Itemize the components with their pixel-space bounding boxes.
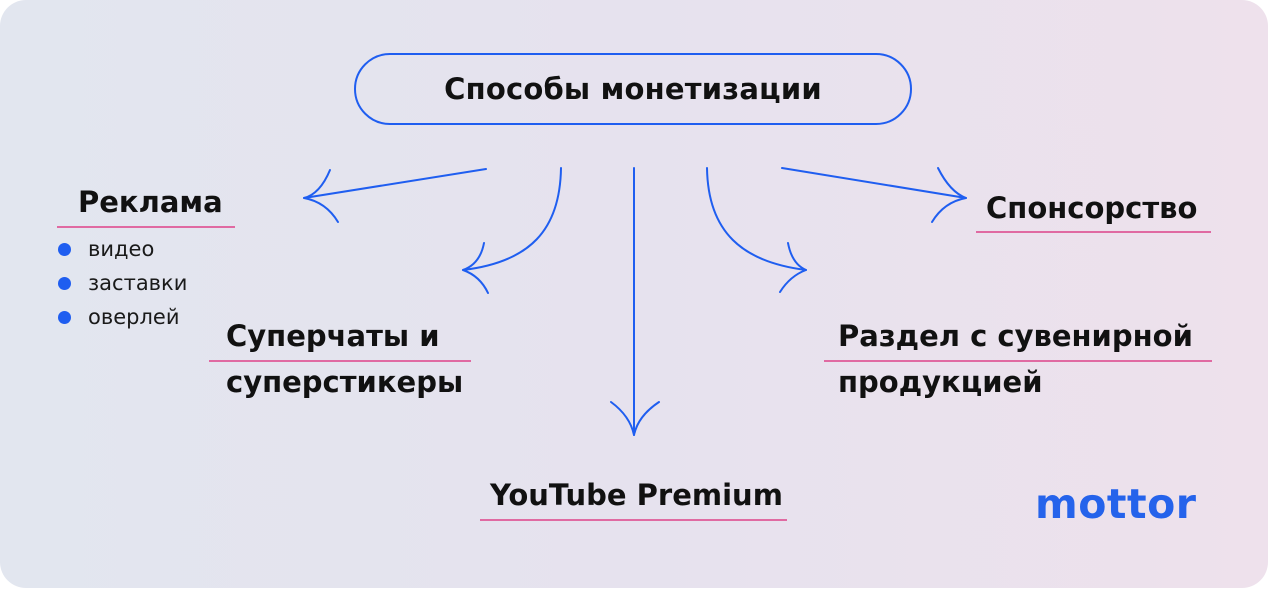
list-item: заставки (58, 268, 187, 302)
superchats-underline (209, 360, 471, 362)
list-item-text: заставки (88, 271, 188, 295)
premium-underline (480, 519, 787, 521)
node-merch-line1: Раздел с сувенирной (838, 319, 1193, 353)
list-item: видео (58, 234, 187, 268)
arrow-to-sponsorship (781, 167, 967, 199)
arrowhead-superchats (462, 242, 489, 294)
arrow-to-merch (706, 167, 807, 271)
list-item-text: видео (88, 237, 155, 261)
node-superchats-line2: суперстикеры (226, 365, 464, 399)
node-sponsorship: Спонсорство (986, 191, 1198, 225)
arrowhead-sponsorship (931, 167, 967, 223)
list-item-text: оверлей (88, 305, 180, 329)
node-superchats-line1: Суперчаты и (226, 319, 440, 353)
list-item: оверлей (58, 302, 187, 336)
arrowhead-ads (303, 169, 339, 223)
bullet-icon (58, 243, 71, 256)
node-merch-line2: продукцией (838, 365, 1043, 399)
ads-list: видео заставки оверлей (58, 234, 187, 336)
title-pill: Способы монетизации (354, 53, 912, 125)
merch-underline (824, 360, 1212, 362)
bullet-icon (58, 277, 71, 290)
bullet-icon (58, 311, 71, 324)
sponsorship-underline (976, 231, 1211, 233)
node-ads-label: Реклама (78, 185, 223, 219)
arrow-to-superchats (462, 167, 562, 271)
arrow-to-ads (303, 168, 487, 199)
mottor-logo: mottor (1035, 480, 1197, 528)
ads-underline (57, 226, 235, 228)
diagram-title: Способы монетизации (444, 72, 822, 106)
arrowhead-merch (779, 242, 807, 293)
arrowhead-premium (610, 401, 660, 436)
node-premium: YouTube Premium (490, 478, 783, 512)
